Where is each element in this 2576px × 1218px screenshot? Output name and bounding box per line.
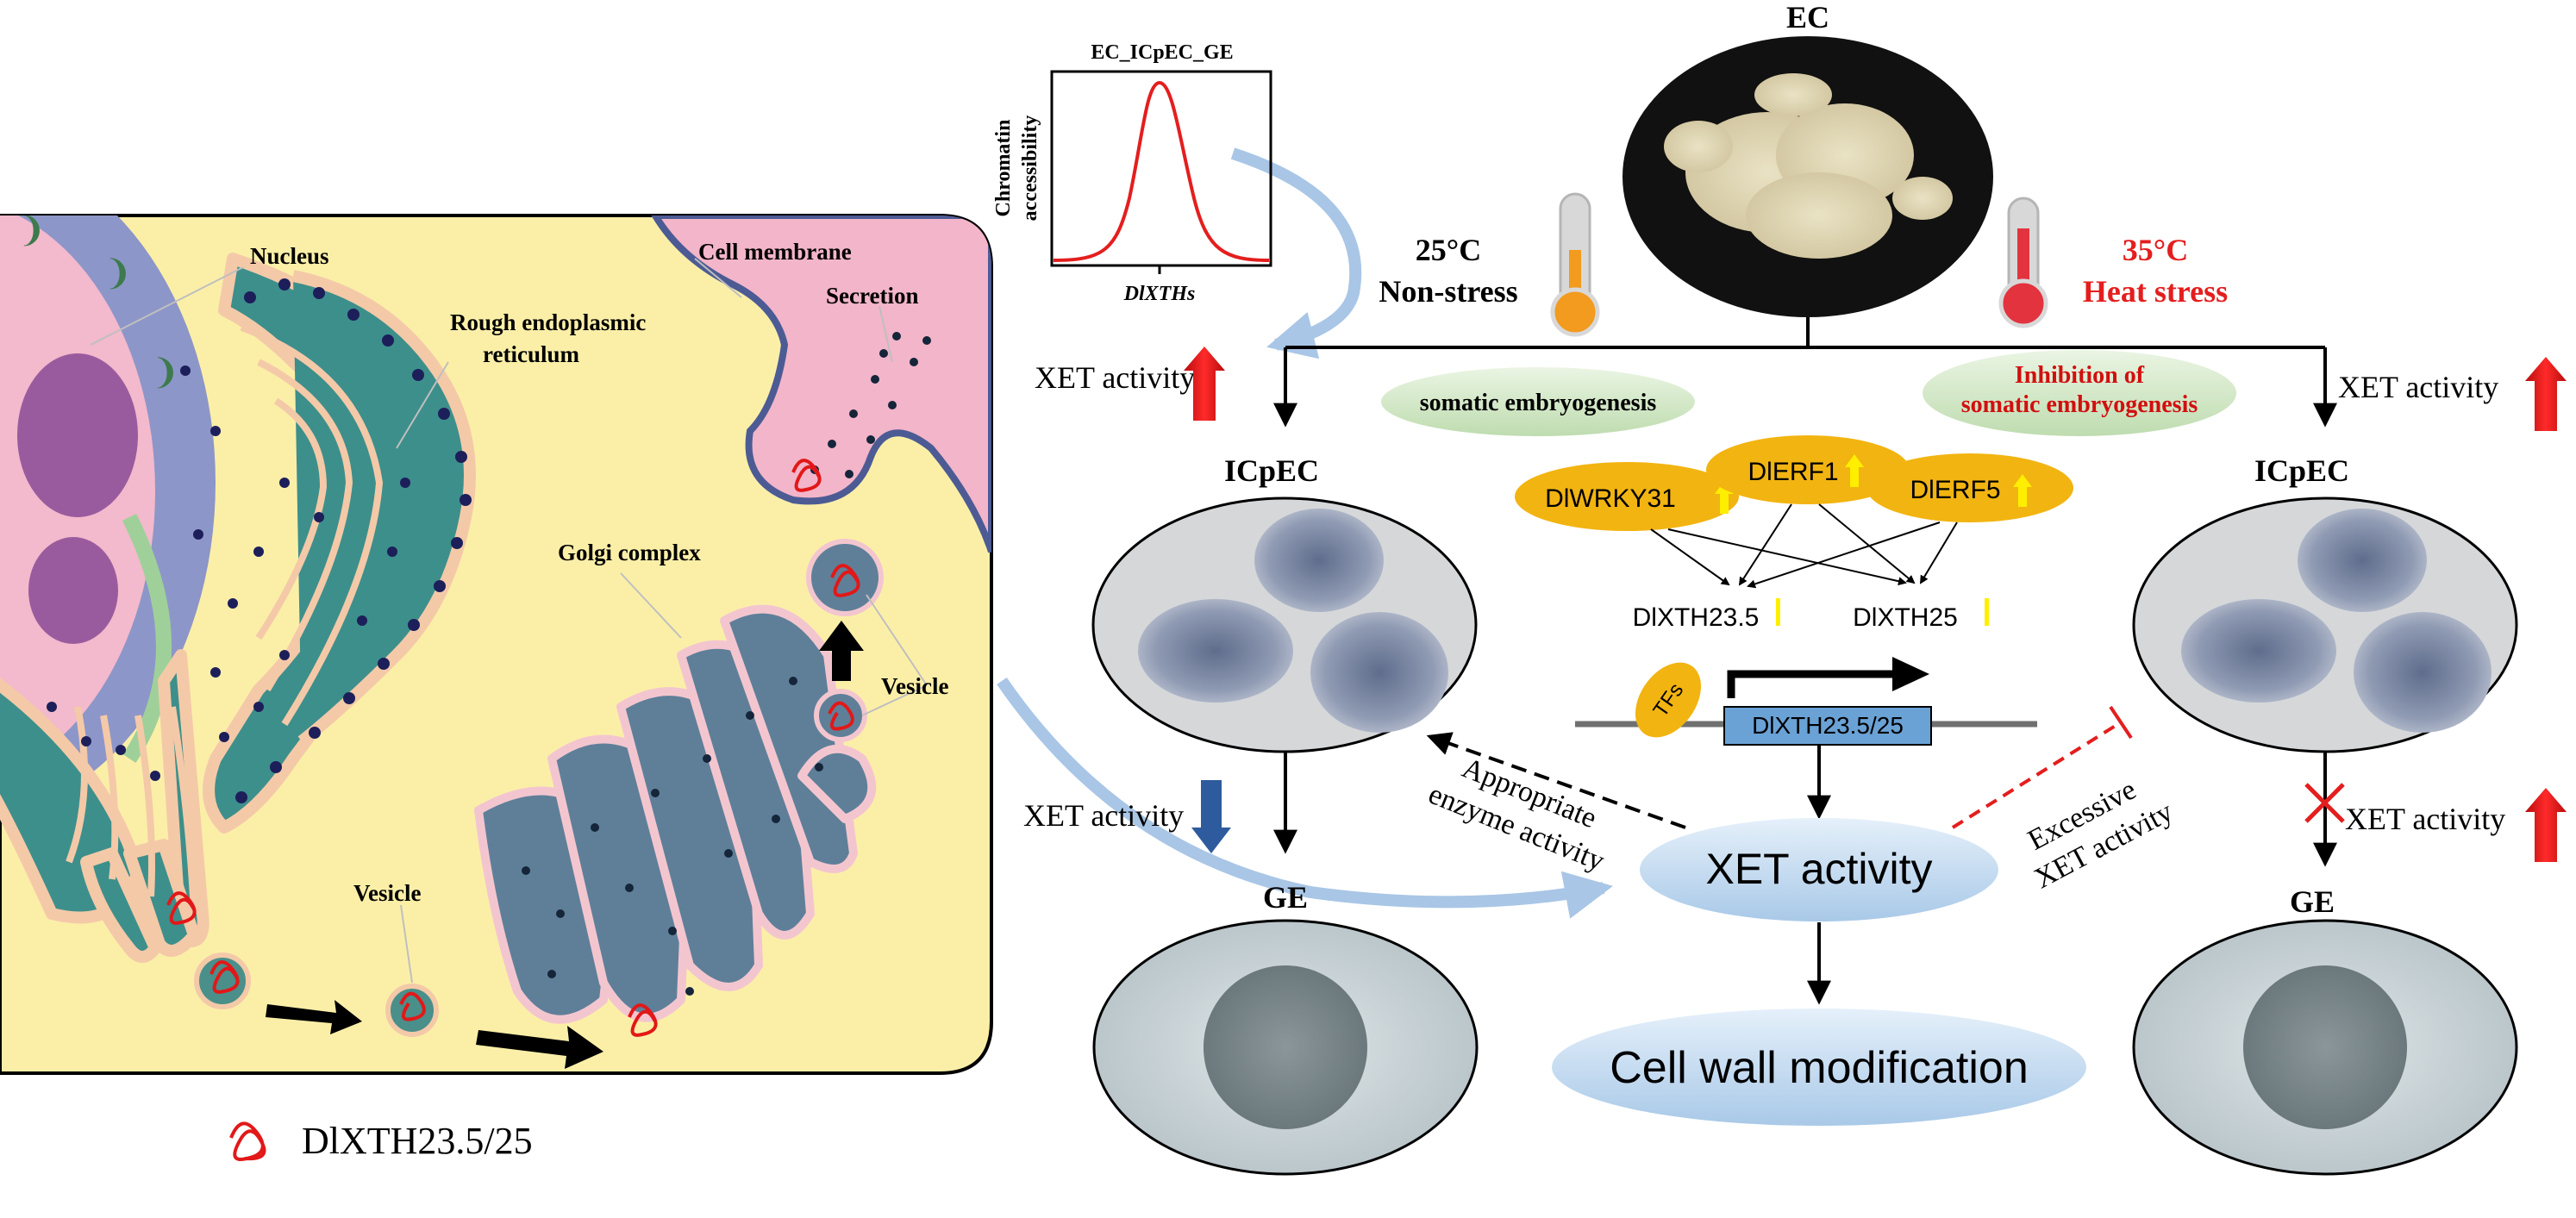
ec-label: EC	[1786, 0, 1829, 34]
rough-er-label-line1: Rough endoplasmic	[450, 309, 646, 335]
xth-legend-icon	[229, 1121, 266, 1161]
cell-schematic: ❩ ❩ ❩	[0, 210, 993, 1075]
right-xet-up-label: XET activity	[2338, 370, 2498, 404]
somatic-embryogenesis-label: somatic embryogenesis	[1420, 390, 1657, 416]
ribosomes	[47, 278, 472, 803]
plot-xlabel: DlXTHs	[1123, 283, 1196, 305]
nucleus-green-band	[122, 513, 172, 763]
plot-to-icpec-arrow	[1230, 147, 1362, 359]
vesicle-middle	[385, 984, 439, 1037]
transcription-arrowhead	[1892, 657, 1929, 691]
er-folds	[66, 324, 384, 915]
leader-lines	[90, 258, 928, 984]
right-up-arrow-icon	[2525, 357, 2567, 431]
inhibition-label-line1: Inhibition of	[2015, 362, 2145, 389]
somatic-embryogenesis-oval	[1381, 367, 1695, 436]
right-icpec-cells	[2181, 509, 2492, 733]
promoter-box-label: DlXTH23.5/25	[1752, 712, 1904, 739]
svg-text:❩: ❩	[103, 253, 133, 292]
svg-text:❩: ❩	[151, 353, 180, 391]
tf-erf5-up-icon	[2013, 474, 2032, 507]
thermometer-hot-icon	[1998, 197, 2048, 328]
tf-erf1-label: DlERF1	[1748, 458, 1838, 486]
gene-xth25-up-icon	[1985, 598, 1989, 626]
left-ge-embryo	[1204, 965, 1367, 1129]
secretion-label: Secretion	[826, 283, 918, 309]
chromatin-peak-curve	[1053, 80, 1270, 262]
xet-activity-oval	[1640, 818, 1998, 921]
right-icpec-label: ICpEC	[2254, 453, 2349, 488]
tfs-oval	[1635, 662, 1702, 738]
plot-title: EC_ICpEC_GE	[1091, 41, 1233, 64]
svg-text:❩: ❩	[17, 210, 47, 249]
inhibition-label-line2: somatic embryogenesis	[1961, 391, 2198, 418]
left-icpec-cells	[1138, 509, 1448, 733]
left-down-arrow-icon	[1191, 780, 1231, 853]
cell-membrane-region	[648, 215, 991, 553]
appropriate-dashed-arrow	[1426, 732, 1686, 829]
cell-to-xet-arrow	[997, 678, 1614, 919]
vesicle-lower	[814, 689, 867, 742]
vesicle-upper-label: Vesicle	[881, 673, 948, 699]
right-xet-up2-label: XET activity	[2345, 802, 2505, 836]
rough-er	[0, 253, 476, 963]
branch-lines	[1273, 317, 2337, 428]
cell-wall-label: Cell wall modification	[1610, 1043, 2029, 1093]
tf-wrky31-label: DlWRKY31	[1545, 484, 1676, 513]
tf-erf1-up-icon	[1845, 454, 1864, 487]
promoter-box	[1723, 706, 1932, 746]
golgi-dots	[522, 677, 823, 996]
vesicle-upper	[806, 539, 884, 616]
vesicle-lower-label: Vesicle	[353, 880, 421, 906]
ec-callus-texture	[1664, 73, 1953, 259]
right-up-arrow2-icon	[2525, 788, 2567, 862]
chromatin-accessibility-plot: EC_ICpEC_GE Chromatin accessibility DlXT…	[992, 41, 1272, 305]
trafficking-arrows	[266, 621, 864, 1069]
blocked-cross-icon	[2304, 783, 2345, 823]
nucleus-label: Nucleus	[250, 243, 329, 269]
xth-protein-marks	[166, 459, 860, 1037]
plot-frame	[1050, 70, 1272, 267]
golgi-label: Golgi complex	[558, 540, 701, 565]
non-stress-label: Non-stress	[1379, 274, 1517, 309]
plot-ylabel-line1: Chromatin	[992, 120, 1015, 217]
left-icpec-label: ICpEC	[1224, 453, 1319, 488]
left-xet-down-label: XET activity	[1023, 798, 1184, 833]
gene-xth235-up-icon	[1776, 598, 1780, 626]
left-xet-up-label: XET activity	[1035, 360, 1195, 395]
vesicle-er	[194, 953, 251, 1009]
transcription-start-arrow	[1727, 670, 1901, 698]
plot-ylabel-line2: accessibility	[1019, 116, 1041, 222]
left-up-arrow-icon	[1184, 347, 1225, 421]
nucleus	[0, 215, 155, 784]
gene-xth235-label: DlXTH23.5	[1633, 603, 1760, 632]
rough-er-label-line2: reticulum	[483, 341, 579, 367]
xet-activity-label: XET activity	[1705, 845, 1932, 893]
temp-35-label: 35°C	[2123, 233, 2188, 267]
left-ge-label: GE	[1263, 880, 1308, 915]
inhibition-oval	[1923, 350, 2236, 436]
thermometer-cool-icon	[1550, 192, 1600, 337]
cell-membrane-label: Cell membrane	[698, 239, 852, 265]
cell-wall-oval	[1552, 1009, 2086, 1126]
gene-xth25-label: DlXTH25	[1853, 603, 1958, 632]
right-ge-embryo	[2243, 965, 2407, 1129]
temp-25-label: 25°C	[1416, 233, 1481, 267]
tf-wrky31-oval	[1515, 462, 1739, 531]
right-ge-label: GE	[2290, 884, 2335, 919]
heat-stress-label: Heat stress	[2083, 274, 2228, 309]
tf-erf5-label: DlERF5	[1910, 476, 2000, 504]
regulation-arrows	[1650, 503, 1958, 589]
nucleolus-small	[28, 537, 118, 644]
excessive-inhibition-line	[1951, 721, 2123, 829]
excessive-inhibition-bar	[2109, 705, 2133, 740]
nucleolus	[17, 353, 138, 517]
legend-label: DlXTH23.5/25	[302, 1120, 533, 1162]
legend: DlXTH23.5/25	[229, 1120, 533, 1162]
